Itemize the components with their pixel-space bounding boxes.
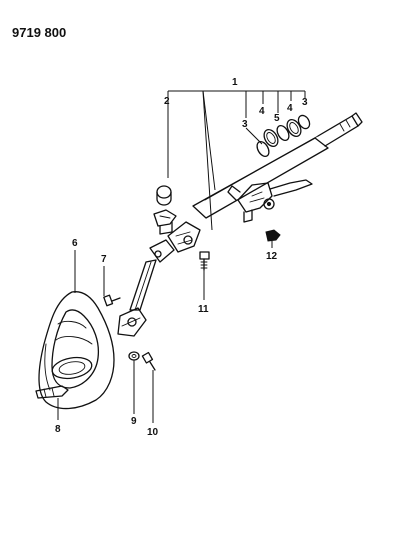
universal-joint-lower <box>117 307 147 337</box>
callout-9: 9 <box>131 416 137 427</box>
ring-3-left-icon <box>256 140 270 158</box>
callout-1: 1 <box>232 77 238 88</box>
ring-5-icon <box>276 124 290 142</box>
ring-4-right-icon <box>286 118 302 138</box>
universal-joint-upper <box>149 221 201 263</box>
column-tube <box>192 112 363 219</box>
bolt-10-icon <box>141 351 156 371</box>
bushing-2-icon <box>156 185 172 206</box>
upper-mount-bracket <box>227 179 313 223</box>
callout-3-right: 3 <box>302 97 308 108</box>
diagram-ref-code: 9719 800 <box>12 25 66 40</box>
intermediate-shaft <box>129 259 157 311</box>
callout-2: 2 <box>164 96 170 107</box>
callout-1-bracket <box>167 90 306 231</box>
lower-mount-bracket <box>153 209 177 235</box>
bolt-7-icon <box>103 294 121 307</box>
callout-leaders <box>57 127 273 423</box>
clip-8-icon <box>35 385 69 399</box>
bolt-11-icon <box>199 251 210 271</box>
callout-4-left: 4 <box>259 106 265 117</box>
boot-cover-6-icon <box>38 291 115 410</box>
ring-3-right-icon <box>297 114 311 130</box>
callout-7: 7 <box>101 254 107 265</box>
ring-4-left-icon <box>263 128 279 148</box>
callout-8: 8 <box>55 424 61 435</box>
nut-12-icon <box>265 229 281 242</box>
callout-11: 11 <box>198 304 209 315</box>
callout-10: 10 <box>147 427 159 438</box>
callout-6: 6 <box>72 238 78 249</box>
callout-4-right: 4 <box>287 103 293 114</box>
callout-12: 12 <box>266 251 278 262</box>
washer-9-icon <box>128 351 140 361</box>
callout-5: 5 <box>274 113 280 124</box>
callout-3-left: 3 <box>242 119 248 130</box>
